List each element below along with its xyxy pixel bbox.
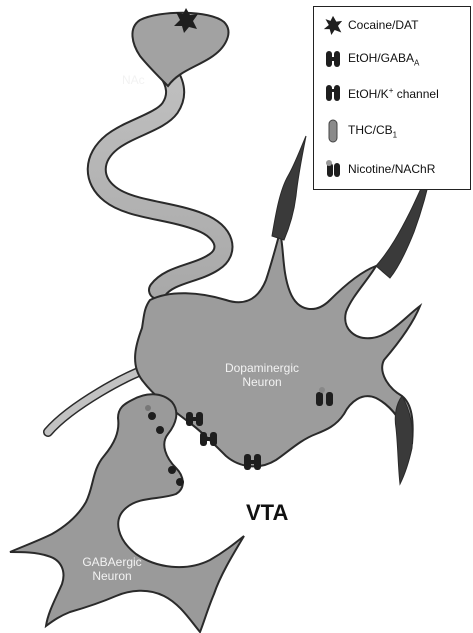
vta-label: VTA <box>246 500 288 526</box>
nicotine-nachr-icon <box>322 158 344 180</box>
nac-label: NAc <box>122 73 145 87</box>
gabaergic-label-line1: GABAergic <box>82 555 141 569</box>
legend-item-k-channel: EtOH/K+ channel <box>322 79 439 107</box>
legend-label-k-channel: EtOH/K+ channel <box>348 86 439 101</box>
dopaminergic-label-line2: Neuron <box>242 375 281 389</box>
legend-item-nicotine: Nicotine/NAChR <box>322 155 435 183</box>
legend-label-cocaine: Cocaine/DAT <box>348 18 418 32</box>
legend-item-gaba: EtOH/GABAA <box>322 45 419 73</box>
thc-cb1-icon <box>322 120 344 142</box>
cocaine-dat-icon <box>322 14 344 36</box>
legend-label-thc: THC/CB1 <box>348 123 397 139</box>
legend-label-nicotine: Nicotine/NAChR <box>348 162 435 176</box>
legend-item-cocaine: Cocaine/DAT <box>322 11 418 39</box>
upper-dendrite <box>272 136 306 240</box>
legend-item-thc: THC/CB1 <box>322 117 397 145</box>
legend-label-gaba: EtOH/GABAA <box>348 51 419 67</box>
gabaergic-label-line2: Neuron <box>92 569 131 583</box>
dopaminergic-label-line1: Dopaminergic <box>225 361 299 375</box>
legend: Cocaine/DAT EtOH/GABAA EtOH/K+ channel T… <box>313 6 471 190</box>
etoh-gaba-icon <box>322 48 344 70</box>
etoh-k-channel-icon <box>322 82 344 104</box>
